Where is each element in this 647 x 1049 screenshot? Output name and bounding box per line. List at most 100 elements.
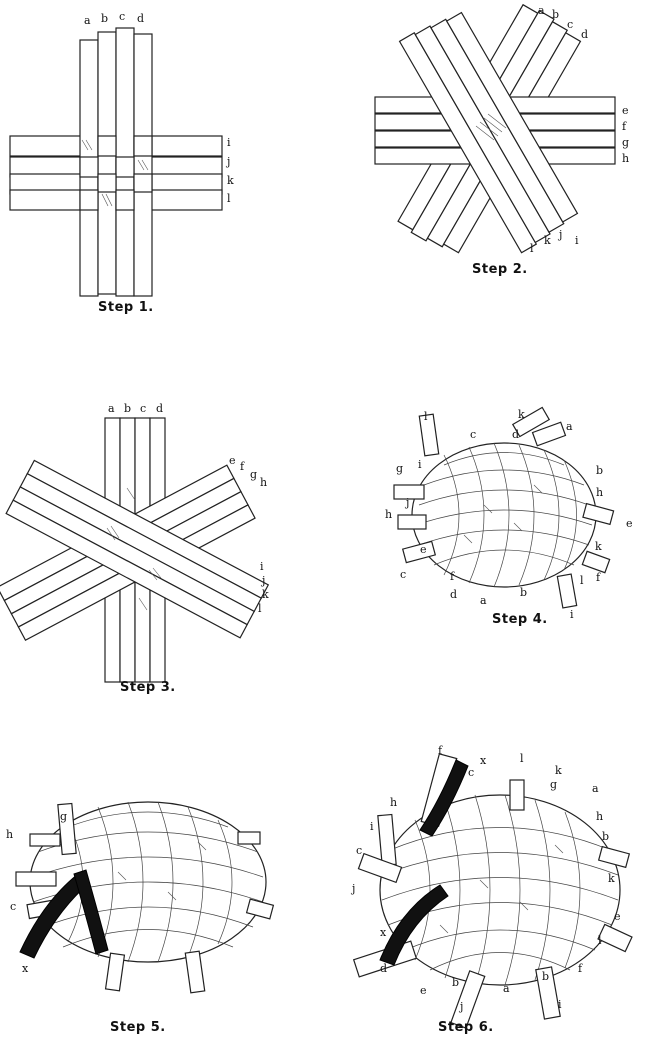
strip-label: d [450,588,457,601]
strip-label: a [480,594,487,607]
strip-label: f [622,120,627,133]
strip-label: d [581,28,588,41]
strip-end [393,484,425,500]
strip-label: f [240,460,245,473]
strip-label: j [225,155,230,168]
step-4-caption: Step 4. [492,612,548,627]
strip-label: h [596,486,603,499]
strip-label: i [418,458,422,471]
strip-end [597,845,631,869]
strip-label: c [470,428,476,441]
strip-label: b [124,402,131,415]
strip-label: h [622,152,629,165]
strip-l [5,499,248,639]
strip-label: a [538,4,545,17]
step-3-diagram: a b c d e f g h i j k l [0,402,270,683]
step-5-panel: g h c x Step 5. [0,770,300,1049]
black-strip-x [379,884,449,966]
strip-label: b [552,8,559,21]
strip-label: h [260,476,267,489]
strip-label: i [370,820,374,833]
strip-label: a [503,982,510,995]
weave-overlap [115,156,135,178]
strip-label: i [227,136,231,149]
strip-label: f [596,571,601,584]
step-2-shading [475,113,507,141]
step-3-shading [106,487,162,611]
step-1-diagram: a b c d i j k l [9,10,234,297]
weave-overlap [97,135,117,157]
step-4-shading [463,484,543,544]
strip-label: k [518,408,525,421]
step-5-diagram: g h c x [6,801,275,994]
strip-label: b [101,12,108,25]
step-1-panel: a b c d i j k l Step 1. [0,0,240,320]
woven-body [379,794,621,986]
strip-label: k [595,540,602,553]
strip-label: l [598,934,602,947]
step-3-caption: Step 3. [120,680,176,695]
strip-label: h [385,508,392,521]
strip-end [377,813,397,867]
strip-end [450,970,486,1029]
strip-label: c [468,766,474,779]
strip-label: e [420,543,427,556]
strip-label: i [260,560,264,573]
strip-label: k [555,764,562,777]
strip-end [511,406,551,438]
strip-label: g [396,462,403,475]
step-2-caption: Step 2. [472,262,528,277]
strip-label: e [614,910,621,923]
strip-label: g [550,778,557,791]
step-6-shading [439,844,564,934]
step-5-caption: Step 5. [110,1020,166,1035]
step-5-strip-ends [15,802,275,994]
strip-label: d [137,12,144,25]
strip-label: h [390,796,397,809]
step-6-diagram: f x l k a h c i g h b c j k x e l d e b … [350,744,633,1029]
step-3-diagonal-strips-i-l [5,459,270,639]
strip-label: c [119,10,125,23]
strip-end [57,802,77,856]
step-2-panel: a b c d e f g h i j k l Step 2. [360,0,647,290]
strip-label: k [608,872,615,885]
strip-label: x [22,962,29,975]
step-6-caption: Step 6. [438,1020,494,1035]
step-5-woven-base [15,801,275,994]
strip-end [15,871,57,887]
strip-label: g [60,810,67,823]
weave-overlap [79,156,99,178]
step-2-diagram: a b c d e f g h i j k l [374,3,629,255]
strip-end [401,540,437,564]
strip-label: k [544,234,551,247]
strip-label: j [350,882,355,895]
strip-end [237,831,261,845]
strip-label: e [622,104,629,117]
step-6-woven-base [352,753,633,1029]
strip-label: k [262,588,269,601]
strip-label: c [567,18,573,31]
strip-label: l [424,410,428,423]
step-4-diagram: l k a c d g b i j h e h k e c f l f d a … [385,406,633,621]
black-strip-x [73,869,109,955]
step-6-new-strip-x [379,759,469,966]
strip-label: j [260,574,265,587]
strip-end [535,966,561,1020]
strip-d [133,33,153,297]
strip-label: b [596,464,603,477]
strip-label: e [229,454,236,467]
step-4-strip-ends [393,406,615,609]
strip-end [597,923,633,953]
strip-end [581,550,611,574]
strip-end [357,852,403,884]
strip-label: i [575,234,579,247]
step-4-woven-base [393,406,615,609]
strip-end [104,952,126,992]
woven-body [411,442,597,588]
strip-label: c [400,568,406,581]
weave-overlap [133,173,153,193]
strip-label: d [380,962,387,975]
strip-label: l [520,752,524,765]
weave-overlap [79,189,99,211]
strip-label: e [420,984,427,997]
